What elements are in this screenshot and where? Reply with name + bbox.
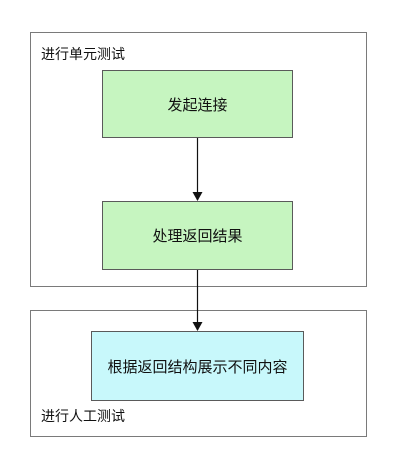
- initiate-connection-node: 发起连接: [102, 70, 293, 138]
- unit-test-group-label: 进行单元测试: [41, 47, 125, 63]
- manual-test-group-label: 进行人工测试: [41, 409, 125, 425]
- process-result-node: 处理返回结果: [102, 201, 293, 270]
- display-content-node: 根据返回结构展示不同内容: [91, 331, 304, 401]
